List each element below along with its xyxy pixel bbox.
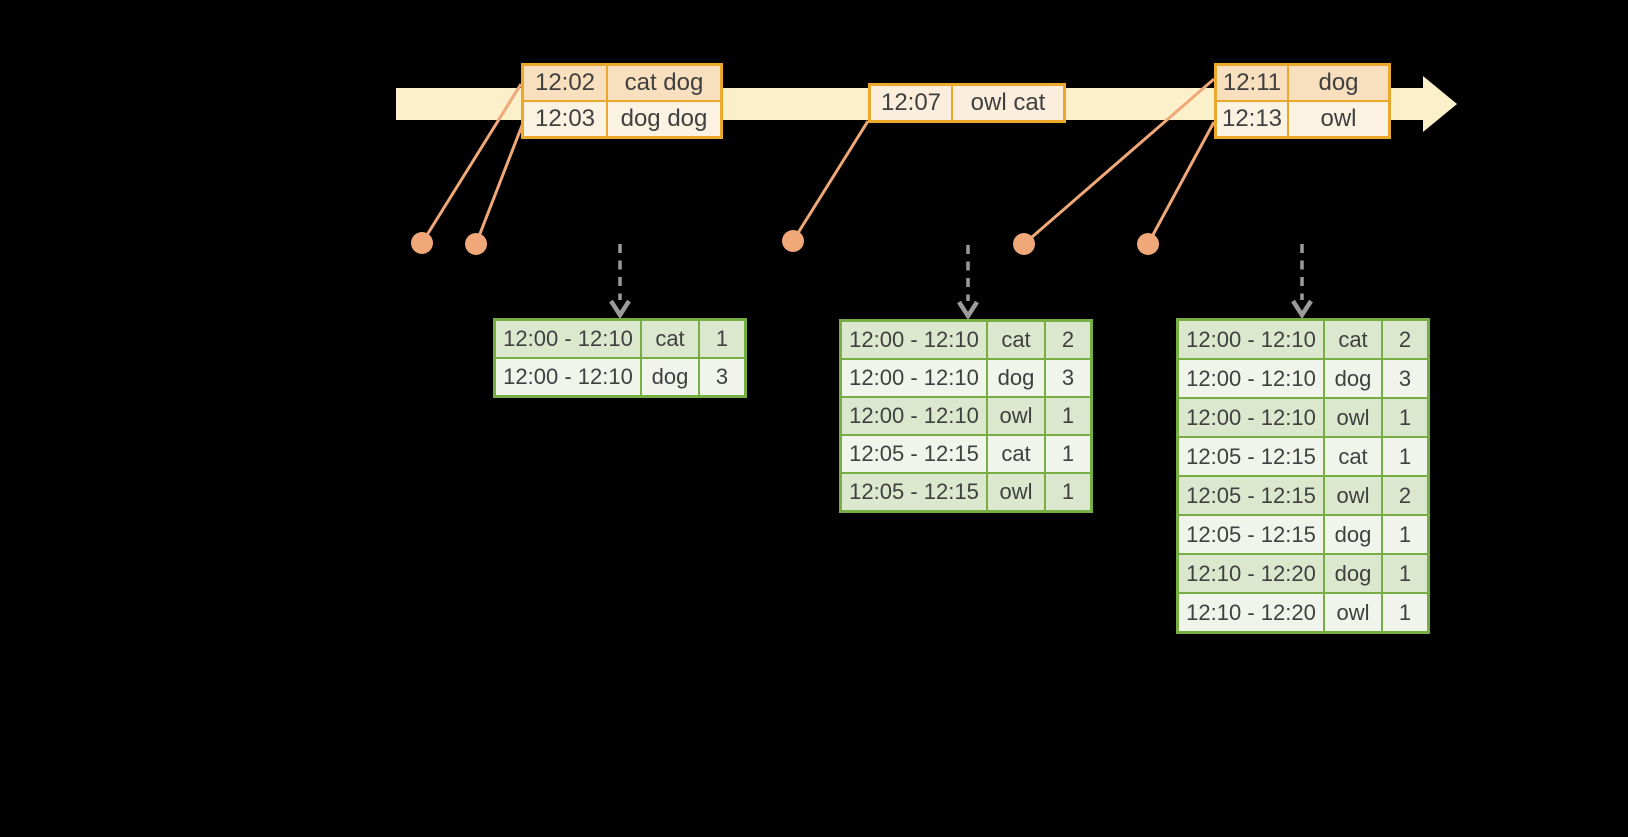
table-cell: cat dog [624,69,704,96]
table-cell: 12:05 - 12:15 [1179,516,1325,553]
table-cell: 12:10 - 12:20 [1179,594,1325,631]
table-cell: 12:02 [524,66,608,100]
down-arrowhead-icon [957,300,979,321]
table-cell: 12:00 - 12:10 [496,359,642,395]
table-cell: owl [1325,477,1383,514]
table-cell: 12:00 - 12:10 [842,398,988,434]
table-row: 12:02 cat dog [524,66,720,102]
trigger-arrow [1291,244,1313,320]
event-marker-dot [411,232,433,254]
event-table-2: 12:07 owl cat [868,83,1066,123]
table-cell: cat [988,436,1046,472]
table-cell: 1 [1398,599,1412,625]
down-arrowhead-icon [609,299,631,320]
table-cell: dog [988,360,1046,396]
table-cell: 12:00 - 12:10 [842,322,988,358]
table-cell: dog [642,359,700,395]
table-cell: 12:00 - 12:10 [1179,360,1325,397]
table-cell: 1 [1398,560,1412,586]
table-cell: dog [1318,69,1359,96]
event-marker-dot [465,233,487,255]
table-cell: 1 [715,326,729,351]
table-cell: 12:03 [524,102,608,136]
down-arrowhead-icon [1291,299,1313,320]
connector-line [791,120,870,242]
trigger-arrow [957,245,979,321]
table-cell: 12:00 - 12:10 [1179,321,1325,358]
table-cell: 12:05 - 12:15 [1179,477,1325,514]
table-cell: dog [1325,555,1383,592]
table-cell: 12:10 - 12:20 [1179,555,1325,592]
table-cell: 1 [1398,443,1412,469]
event-marker-dot [782,230,804,252]
table-cell: 2 [1398,482,1412,508]
table-cell: dog [1325,516,1383,553]
table-cell: dog [1325,360,1383,397]
table-cell: 1 [1398,521,1412,547]
table-cell: 12:13 [1217,102,1289,136]
table-cell: owl cat [970,89,1046,116]
table-cell: 1 [1061,479,1075,504]
table-cell: cat [1325,321,1383,358]
table-cell: 2 [1061,327,1075,352]
event-table-1: 12:02 cat dog 12:03 dog dog [521,63,723,139]
event-table-3: 12:11 dog 12:13 owl [1214,63,1391,139]
table-cell: cat [988,322,1046,358]
table-cell: owl [988,398,1046,434]
table-cell: 12:05 - 12:15 [842,474,988,510]
table-row: 12:07 owl cat [871,86,1063,120]
connector-line [1146,121,1216,245]
table-cell: cat [642,321,700,357]
event-marker-dot [1137,233,1159,255]
table-cell: 2 [1398,326,1412,352]
table-cell: 12:00 - 12:10 [1179,399,1325,436]
table-cell: 12:05 - 12:15 [842,436,988,472]
table-cell: dog dog [620,105,708,132]
event-marker-dot [1013,233,1035,255]
table-row: 12:03 dog dog [524,102,720,136]
table-row: 12:11 dog [1217,66,1388,102]
timeline-arrowhead-icon [1423,76,1457,132]
table-cell: owl [988,474,1046,510]
table-cell: 12:00 - 12:10 [842,360,988,396]
trigger-arrow [609,244,631,320]
table-cell: 12:05 - 12:15 [1179,438,1325,475]
table-cell: 12:07 [871,86,953,120]
table-cell: 3 [715,364,729,389]
table-cell: 1 [1398,404,1412,430]
table-cell: owl [1325,399,1383,436]
table-cell: owl [1320,105,1357,132]
table-row: 12:13 owl [1217,102,1388,136]
connector-line [420,83,523,244]
table-cell: 12:11 [1217,66,1289,100]
table-cell: 1 [1061,403,1075,428]
table-cell: 3 [1398,365,1412,391]
table-cell: cat [1325,438,1383,475]
connector-line [474,122,525,245]
table-cell: 12:00 - 12:10 [496,321,642,357]
table-cell: 3 [1061,365,1075,390]
connector-line [1023,77,1215,246]
table-cell: owl [1325,594,1383,631]
table-cell: 1 [1061,441,1075,466]
